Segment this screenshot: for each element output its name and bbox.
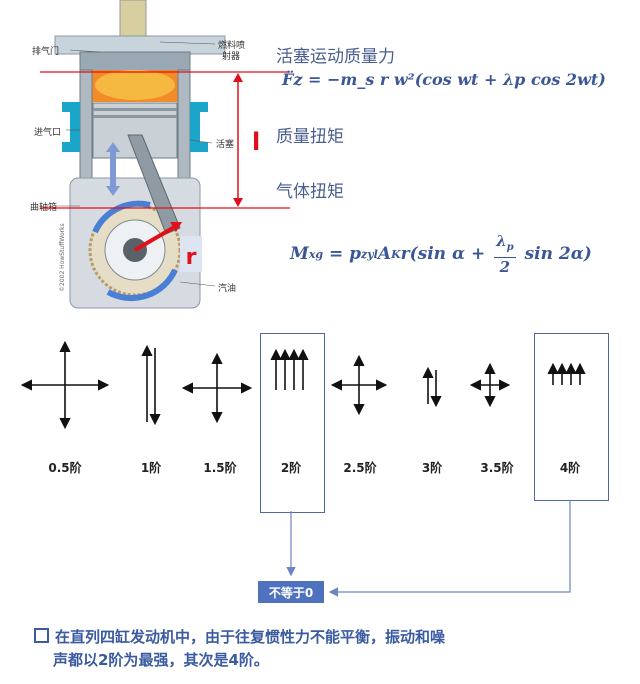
- order-label-2-5: 2.5阶: [343, 461, 377, 475]
- torque-r: r(sin α +: [400, 244, 492, 264]
- order-4-arrows: [547, 362, 586, 385]
- engine-illustration: r ©2002 HowStuffWorks: [54, 0, 226, 309]
- order-1-arrows: [141, 344, 161, 426]
- order-3-arrows: [422, 366, 442, 408]
- order-2-arrows: [270, 348, 309, 390]
- radius-label-box: [180, 236, 202, 272]
- oil-label: 汽油: [218, 284, 237, 294]
- bullet-square-icon: [34, 628, 49, 643]
- copyright-text: ©2002 HowStuffWorks: [59, 223, 66, 292]
- connector-from-order-4: [328, 500, 571, 597]
- stroke-indicator: [40, 71, 290, 209]
- frac-num-sub: p: [506, 242, 514, 253]
- order-arrows: [20, 340, 586, 430]
- order-0-5-arrows: [20, 340, 110, 430]
- not-zero-box: 不等于0: [258, 581, 324, 603]
- intake-port-left: [62, 102, 80, 152]
- torque-lhs-sub: xg: [308, 247, 324, 261]
- torque-fraction: λp 2: [494, 232, 516, 276]
- order-2-box: [260, 333, 325, 513]
- order-label-4: 4阶: [559, 461, 581, 475]
- order-label-2: 2阶: [280, 461, 302, 475]
- order-label-0-5: 0.5阶: [48, 461, 82, 475]
- intake-port-right: [190, 102, 208, 152]
- force-formula: F̈z = −m_s r w²(cos wt + λp cos 2wt): [282, 70, 606, 89]
- torque-a-sub: K: [391, 247, 401, 261]
- summary-line-1: 在直列四缸发动机中，由于往复惯性力不能平衡，振动和噪: [55, 628, 446, 646]
- injector-label-1: 燃料喷: [218, 41, 246, 51]
- torque-mid: = p: [323, 244, 362, 264]
- mass-torque-heading: 质量扭矩: [276, 127, 344, 147]
- stroke-label: l: [252, 128, 261, 156]
- connector-lines: [286, 500, 571, 597]
- order-label-1: 1阶: [140, 461, 162, 475]
- crank-radius-arrow: [133, 223, 180, 252]
- injector-label-2: 射器: [222, 52, 241, 62]
- torque-lhs: M: [290, 244, 309, 264]
- order-label-3: 3阶: [421, 461, 443, 475]
- order-label-1-5: 1.5阶: [203, 461, 237, 475]
- order-3-5-arrows: [469, 362, 511, 408]
- summary-note: 在直列四缸发动机中，由于往复惯性力不能平衡，振动和噪 声都以2阶为最强，其次是4…: [34, 626, 624, 672]
- summary-line-2: 声都以2阶为最强，其次是4阶。: [53, 651, 269, 669]
- intake-label: 进气口: [34, 128, 62, 138]
- gas-torque-heading: 气体扭矩: [276, 182, 344, 202]
- torque-tail: sin 2α): [518, 244, 592, 264]
- torque-mid-sub: zyl: [361, 247, 378, 261]
- connecting-rod: [127, 134, 181, 235]
- order-label-3-5: 3.5阶: [480, 461, 514, 475]
- radius-label: r: [186, 245, 197, 270]
- flame: [95, 70, 175, 100]
- exhaust-label: 排气门: [32, 47, 60, 57]
- torque-a: A: [377, 244, 392, 264]
- order-4-box: [534, 333, 609, 501]
- inertia-force-heading: 活塞运动质量力: [276, 47, 395, 67]
- piston-label: 活塞: [216, 140, 235, 150]
- order-2-5-arrows: [330, 354, 388, 416]
- order-1-5-arrows: [181, 352, 253, 424]
- frac-num: λ: [496, 232, 507, 250]
- frac-den: 2: [499, 258, 511, 276]
